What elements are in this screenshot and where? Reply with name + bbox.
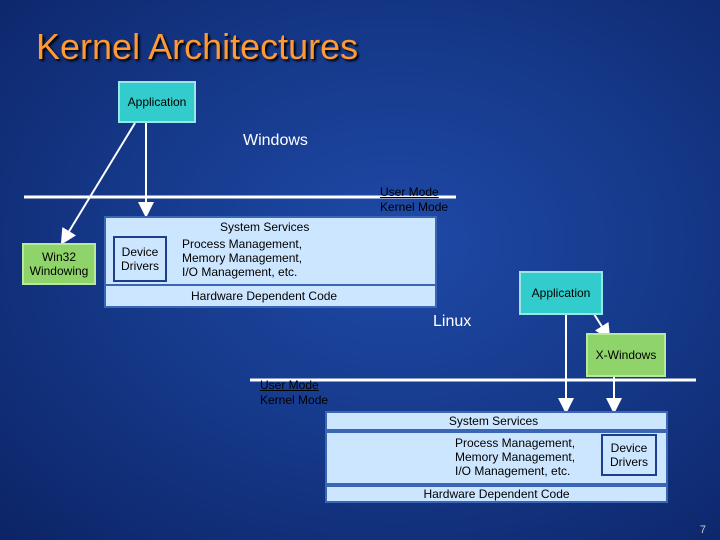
windows-process-management: Process Management, (182, 237, 303, 251)
linux-io-management: I/O Management, etc. (455, 464, 571, 478)
win32-label: Win32 (41, 250, 76, 264)
windows-mode-labels: User Mode Kernel Mode (380, 185, 448, 215)
page-number: 7 (699, 524, 706, 536)
windowing-label: Windowing (29, 264, 89, 278)
windows-hardware-divider (104, 284, 437, 286)
windows-device-drivers-box: Device Drivers (113, 236, 167, 282)
windows-user-mode-label: User Mode (380, 185, 439, 199)
windows-application-label: Application (127, 95, 187, 109)
linux-services-detail: Process Management, Memory Management, I… (455, 436, 575, 478)
windows-memory-management: Memory Management, (182, 251, 303, 265)
linux-device-label: Device (610, 441, 648, 455)
linux-hardware-bar: Hardware Dependent Code (325, 485, 668, 503)
windows-io-management: I/O Management, etc. (182, 265, 298, 279)
windows-kernel-box (104, 216, 437, 308)
linux-device-drivers-box: Device Drivers (601, 434, 657, 476)
linux-memory-management: Memory Management, (455, 450, 576, 464)
linux-application-label: Application (531, 286, 591, 300)
linux-application-box: Application (519, 271, 603, 315)
linux-drivers-label: Drivers (610, 455, 648, 469)
linux-process-management: Process Management, (455, 436, 576, 450)
linux-label: Linux (433, 313, 472, 330)
linux-mode-labels: User Mode Kernel Mode (260, 378, 328, 408)
xwindows-box: X-Windows (586, 333, 666, 377)
windows-services-detail: Process Management, Memory Management, I… (182, 237, 302, 279)
windows-drivers-label: Drivers (121, 259, 159, 273)
linux-system-services-bar: System Services (325, 411, 668, 431)
linux-system-services-label: System Services (448, 414, 539, 428)
slide-title: Kernel Architectures (36, 26, 359, 67)
windows-hardware-label: Hardware Dependent Code (191, 289, 338, 303)
xwindows-label: X-Windows (595, 348, 657, 362)
linux-app-to-xwindows-arrow (593, 313, 611, 340)
windows-app-to-win32-arrow (60, 122, 136, 245)
linux-user-mode-label: User Mode (260, 378, 319, 392)
windows-system-services: System Services (220, 220, 310, 234)
windows-label: Windows (243, 132, 308, 149)
windows-application-box: Application (118, 81, 196, 123)
win32-windowing-box: Win32 Windowing (22, 243, 96, 285)
linux-kernel-mode-label: Kernel Mode (260, 393, 329, 407)
linux-hardware-label: Hardware Dependent Code (423, 487, 570, 501)
windows-device-label: Device (121, 245, 159, 259)
windows-kernel-mode-label: Kernel Mode (380, 200, 449, 214)
